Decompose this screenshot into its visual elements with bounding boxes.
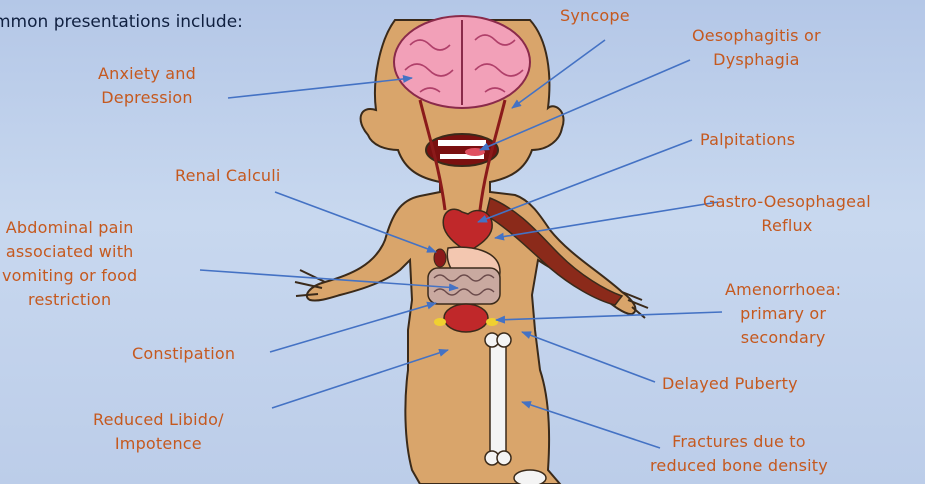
label-anxiety: Anxiety and Depression — [98, 62, 196, 110]
label-gord: Gastro-Oesophageal Reflux — [703, 190, 871, 238]
label-reduced-libido: Reduced Libido/ Impotence — [93, 408, 224, 456]
label-oesophagitis: Oesophagitis or Dysphagia — [692, 24, 821, 72]
bladder-illustration — [444, 304, 488, 332]
brain-illustration — [394, 16, 530, 108]
label-constipation: Constipation — [132, 342, 235, 366]
label-amenorrhoea: Amenorrhoea: primary or secondary — [725, 278, 841, 350]
label-syncope: Syncope — [560, 4, 630, 28]
label-fractures: Fractures due to reduced bone density — [650, 430, 828, 478]
label-renal-calculi: Renal Calculi — [175, 164, 281, 188]
label-palpitations: Palpitations — [700, 128, 795, 152]
label-delayed-puberty: Delayed Puberty — [662, 372, 798, 396]
label-abdominal-pain: Abdominal pain associated with vomiting … — [2, 216, 137, 312]
